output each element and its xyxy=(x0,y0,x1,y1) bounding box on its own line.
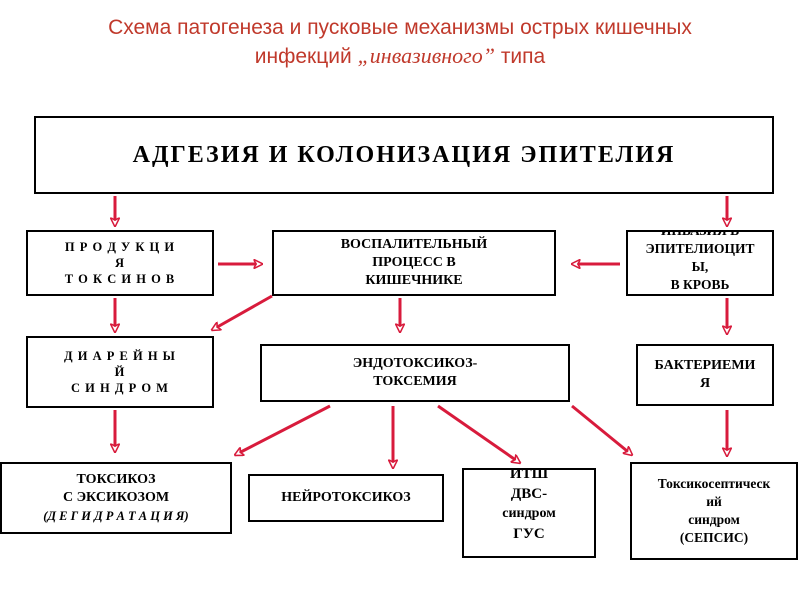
box-toxins: П Р О Д У К Ц И Я Т О К С И Н О В xyxy=(26,230,214,296)
inflammation-line-1: ВОСПАЛИТЕЛЬНЫЙ xyxy=(340,237,488,252)
endotox-line-2: ТОКСЕМИЯ xyxy=(373,374,457,389)
invasion-line-1: ИНВАЗИЯ В xyxy=(660,230,740,238)
invasion-line-4: В КРОВЬ xyxy=(670,277,730,292)
title-emphasis: „инвазивного” xyxy=(357,43,495,68)
inflammation-line-2: ПРОЦЕСС В xyxy=(372,255,456,270)
exicosis-line-3: (Д Е Г И Д Р А Т А Ц И Я) xyxy=(43,509,189,523)
itsh-line-4: ГУС xyxy=(513,526,545,542)
invasion-line-2: ЭПИТЕЛИОЦИТ xyxy=(645,241,755,256)
itsh-line-1: ИТШ xyxy=(509,468,549,482)
septic-line-3: синдром xyxy=(688,512,740,527)
neurotox-label: НЕЙРОТОКСИКОЗ xyxy=(281,490,411,505)
box-invasion: ИНВАЗИЯ В ЭПИТЕЛИОЦИТ Ы, В КРОВЬ xyxy=(626,230,774,296)
inflammation-line-3: КИШЕЧНИКЕ xyxy=(365,273,463,288)
box-inflammation: ВОСПАЛИТЕЛЬНЫЙ ПРОЦЕСС В КИШЕЧНИКЕ xyxy=(272,230,556,296)
title-suffix: типа xyxy=(494,45,546,68)
exicosis-line-1: ТОКСИКОЗ xyxy=(76,472,156,487)
arrow-inflammation-to-diarrhea xyxy=(212,294,273,332)
title-line-1: Схема патогенеза и пусковые механизмы ос… xyxy=(108,16,692,39)
bacteremia-line-2: Я xyxy=(699,376,711,391)
title-prefix: инфекций xyxy=(254,45,358,68)
diarrhea-line-1: Д И А Р Е Й Н Ы xyxy=(64,349,176,363)
diarrhea-line-3: С И Н Д Р О М xyxy=(71,381,169,395)
toxins-line-1: П Р О Д У К Ц И xyxy=(64,240,176,254)
itsh-text: ИТШ ДВС- синдром ГУС xyxy=(502,468,556,544)
septic-line-1: Токсикосептическ xyxy=(657,476,771,491)
box-bacteremia: БАКТЕРИЕМИ Я xyxy=(636,344,774,406)
box-adhesion: АДГЕЗИЯ И КОЛОНИЗАЦИЯ ЭПИТЕЛИЯ xyxy=(34,116,774,194)
septic-line-4: (СЕПСИС) xyxy=(679,530,749,545)
diarrhea-line-2: Й xyxy=(114,365,126,379)
toxins-line-2: Я xyxy=(114,256,126,270)
box-toxicoseptic: Токсикосептическ ий синдром (СЕПСИС) xyxy=(630,462,798,560)
arrow-endotox-to-itsh xyxy=(437,404,520,463)
itsh-line-2: ДВС- xyxy=(510,486,548,502)
exicosis-line-2: С ЭКСИКОЗОМ xyxy=(62,490,170,505)
title-line-2: инфекций „инвазивного” типа xyxy=(0,42,800,71)
toxins-line-3: Т О К С И Н О В xyxy=(64,272,176,286)
itsh-line-3: синдром xyxy=(502,506,556,521)
bacteremia-line-1: БАКТЕРИЕМИ xyxy=(654,358,756,373)
diagram-title: Схема патогенеза и пусковые механизмы ос… xyxy=(0,14,800,71)
box-neurotoxicosis: НЕЙРОТОКСИКОЗ xyxy=(248,474,444,522)
arrow-endotox-to-exicosis xyxy=(235,404,331,457)
invasion-line-3: Ы, xyxy=(691,259,709,274)
invasion-text: ИНВАЗИЯ В ЭПИТЕЛИОЦИТ Ы, В КРОВЬ xyxy=(645,230,755,294)
box-itsh: ИТШ ДВС- синдром ГУС xyxy=(462,468,596,558)
adhesion-label: АДГЕЗИЯ И КОЛОНИЗАЦИЯ ЭПИТЕЛИЯ xyxy=(132,141,676,168)
box-endotoxicosis: ЭНДОТОКСИКОЗ- ТОКСЕМИЯ xyxy=(260,344,570,402)
arrow-endotox-to-septic xyxy=(571,404,632,455)
endotox-line-1: ЭНДОТОКСИКОЗ- xyxy=(352,356,478,371)
box-diarrhea: Д И А Р Е Й Н Ы Й С И Н Д Р О М xyxy=(26,336,214,408)
septic-line-2: ий xyxy=(706,494,722,509)
box-toxicosis-exicosis: ТОКСИКОЗ С ЭКСИКОЗОМ (Д Е Г И Д Р А Т А … xyxy=(0,462,232,534)
